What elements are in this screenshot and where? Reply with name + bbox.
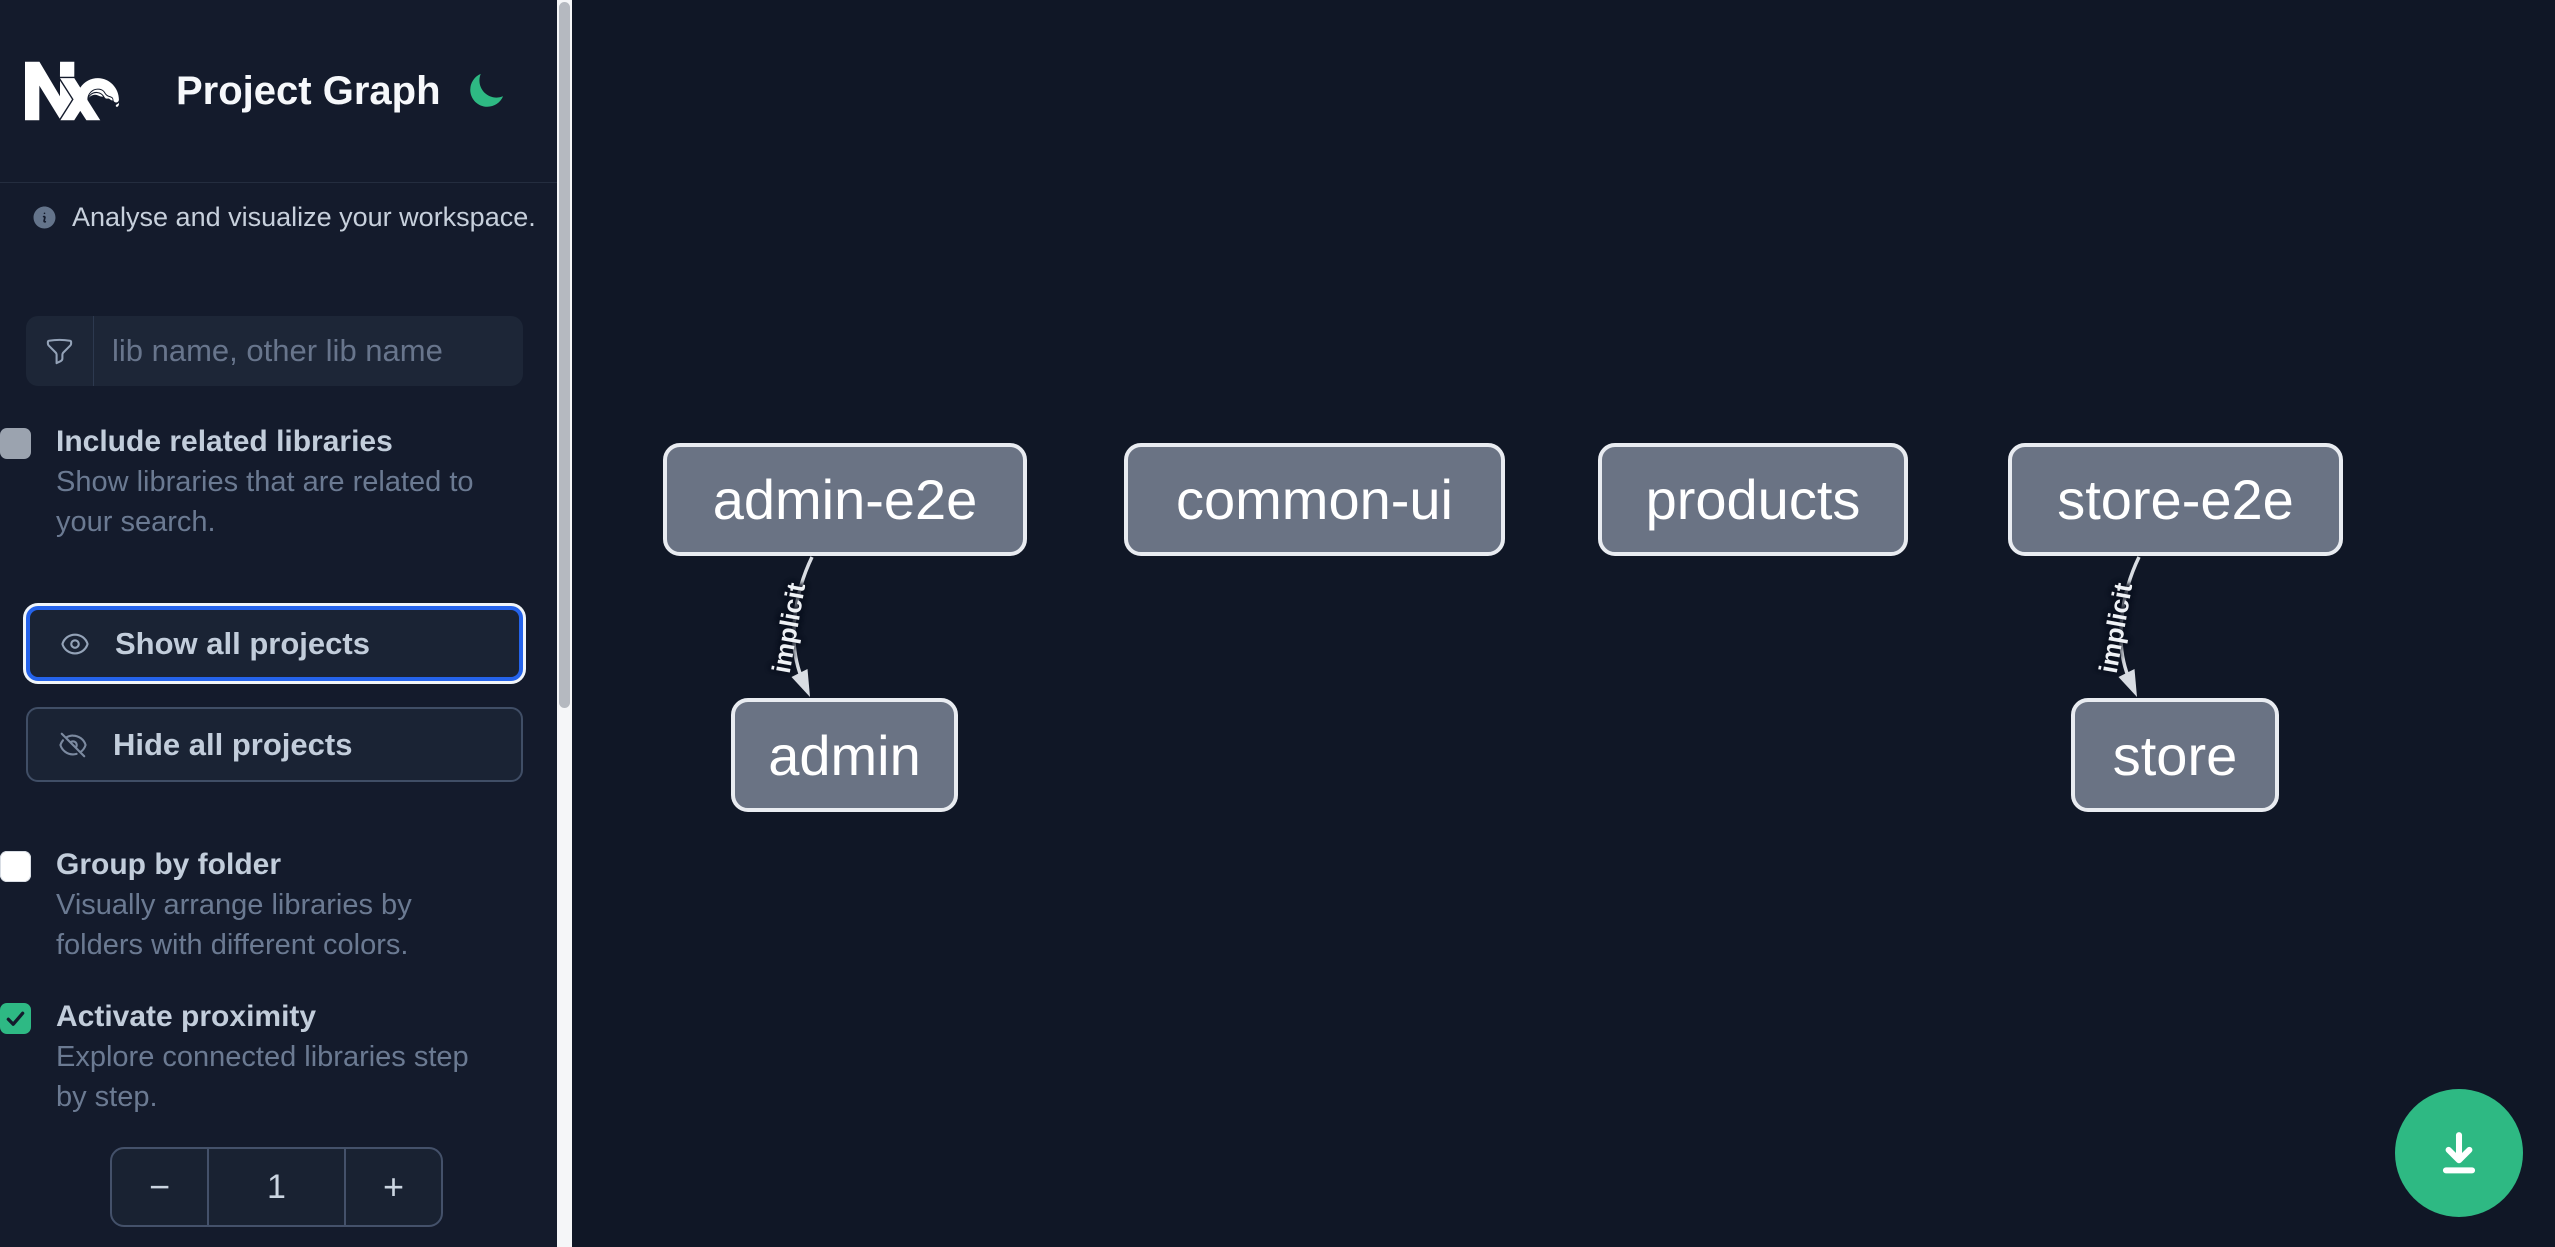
- increment-button[interactable]: +: [346, 1149, 441, 1225]
- button-label: Show all projects: [115, 625, 370, 661]
- hide-all-projects-button[interactable]: Hide all projects: [26, 707, 523, 782]
- download-icon: [2442, 1132, 2476, 1174]
- filter-input[interactable]: [94, 316, 523, 386]
- sidebar-header: Project Graph: [0, 0, 557, 183]
- download-graph-button[interactable]: [2395, 1089, 2523, 1217]
- decrement-button[interactable]: −: [112, 1149, 207, 1225]
- eye-icon: [61, 633, 89, 654]
- toggle-description: your search.: [56, 506, 216, 538]
- group-by-folder-toggle: Group by folder Visually arrange librari…: [0, 845, 500, 965]
- filter-box: [26, 316, 523, 386]
- stepper-value: 1: [207, 1149, 346, 1225]
- info-text: Analyse and visualize your workspace.: [72, 202, 536, 232]
- toggle-description: by step.: [56, 1081, 158, 1113]
- proximity-depth-stepper: − 1 +: [110, 1147, 443, 1227]
- toggle-label: Group by folder: [56, 848, 281, 881]
- toggle-label: Include related libraries: [56, 425, 393, 458]
- activate-proximity-checkbox[interactable]: [0, 1003, 31, 1034]
- nx-logo: [25, 61, 120, 121]
- sidebar-scrollbar-thumb[interactable]: [559, 2, 570, 708]
- graph-node-store-e2e[interactable]: store-e2e: [2008, 443, 2343, 556]
- check-icon: [6, 1011, 25, 1026]
- graph-node-admin-e2e[interactable]: admin-e2e: [663, 443, 1027, 556]
- page-title: Project Graph: [176, 68, 441, 113]
- moon-icon: [470, 73, 504, 107]
- funnel-icon: [46, 338, 73, 364]
- show-all-projects-button[interactable]: Show all projects: [26, 606, 523, 681]
- toggle-description: Show libraries that are related to: [56, 466, 474, 498]
- button-label: Hide all projects: [113, 726, 353, 762]
- include-related-toggle: Include related libraries Show libraries…: [0, 422, 500, 542]
- toggle-label: Activate proximity: [56, 1000, 317, 1033]
- funnel-icon-cell: [26, 316, 94, 386]
- include-related-checkbox[interactable]: [0, 428, 31, 459]
- eye-off-icon: [59, 732, 87, 757]
- graph-node-admin[interactable]: admin: [731, 698, 958, 812]
- graph-node-store[interactable]: store: [2071, 698, 2279, 812]
- toggle-description: folders with different colors.: [56, 929, 409, 961]
- activate-proximity-toggle: Activate proximity Explore connected lib…: [0, 997, 500, 1117]
- graph-node-common-ui[interactable]: common-ui: [1124, 443, 1505, 556]
- workspace-info: Analyse and visualize your workspace.: [31, 202, 536, 233]
- graph-canvas[interactable]: [572, 0, 2555, 1247]
- toggle-description: Visually arrange libraries by: [56, 889, 412, 921]
- group-by-folder-checkbox[interactable]: [0, 851, 31, 882]
- graph-node-products[interactable]: products: [1598, 443, 1908, 556]
- sidebar: Project Graph Analyse and visualize your…: [0, 0, 557, 1247]
- theme-toggle-button[interactable]: [463, 68, 509, 114]
- info-icon: [33, 206, 56, 229]
- toggle-description: Explore connected libraries step: [56, 1041, 469, 1073]
